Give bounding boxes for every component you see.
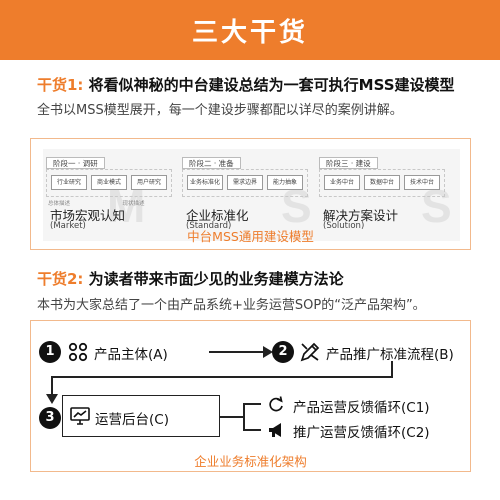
stage-cell: 用户研究 bbox=[131, 175, 167, 190]
step-1-badge: 1 bbox=[39, 341, 61, 363]
stage-2-title: 企业标准化 bbox=[186, 208, 249, 223]
refresh-icon bbox=[269, 396, 283, 412]
connector-line bbox=[220, 416, 244, 418]
stage-cell: 需求边界 bbox=[227, 175, 263, 190]
stage-3: 阶段三 · 建设 业务中台 数据中台 技术中台 解决方案设计 (Solution… bbox=[319, 157, 445, 237]
header-banner: 三大干货 bbox=[0, 0, 500, 60]
business-architecture-figure: 1 产品主体(A) 2 产品推广标准流程(B) 3 运营后台(C) bbox=[30, 320, 471, 472]
point-1-tag: 干货1: bbox=[37, 76, 84, 94]
stage-1: 阶段一 · 调研 行业研究 商业模式 用户研究 总体描述 现状描述 市场宏观认知… bbox=[46, 157, 172, 237]
node-product-subject: 产品主体(A) bbox=[94, 347, 168, 363]
pencil-ruler-icon bbox=[300, 342, 320, 362]
stage-1-en: (Market) bbox=[50, 221, 86, 231]
stage-cell: 业务标准化 bbox=[187, 175, 223, 190]
step-2-badge: 2 bbox=[272, 341, 294, 363]
arrow-line bbox=[209, 351, 265, 353]
connector-line bbox=[51, 376, 53, 396]
connector-line bbox=[243, 403, 245, 431]
stage-1-sub: 总体描述 现状描述 bbox=[48, 201, 145, 207]
megaphone-icon bbox=[269, 423, 281, 437]
stage-3-tag: 阶段三 · 建设 bbox=[319, 157, 378, 169]
stage-2-tag: 阶段二 · 准备 bbox=[182, 157, 241, 169]
figure-1-caption: 中台MSS通用建设模型 bbox=[187, 229, 314, 244]
point-1-heading: 干货1: 将看似神秘的中台建设总结为一套可执行MSS建设模型 bbox=[37, 74, 455, 95]
stage-3-box: 业务中台 数据中台 技术中台 bbox=[319, 169, 445, 197]
stage-cell: 数据中台 bbox=[364, 175, 400, 190]
point-2-description: 本书为大家总结了一个由产品系统+业务运营SOP的“泛产品架构”。 bbox=[37, 298, 426, 313]
point-2-text: 为读者带来市面少见的业务建模方法论 bbox=[88, 270, 344, 288]
connector-line bbox=[391, 361, 393, 377]
stage-cell: 行业研究 bbox=[51, 175, 87, 190]
point-2-tag: 干货2: bbox=[37, 270, 84, 288]
node-promotion-process: 产品推广标准流程(B) bbox=[326, 347, 454, 363]
stage-1-box: 行业研究 商业模式 用户研究 bbox=[46, 169, 172, 197]
connector-line bbox=[243, 403, 261, 405]
stage-2: 阶段二 · 准备 业务标准化 需求边界 能力抽象 企业标准化 (Standard… bbox=[182, 157, 308, 237]
stage-cell: 业务中台 bbox=[324, 175, 360, 190]
stage-strip: M S S 阶段一 · 调研 行业研究 商业模式 用户研究 总体描述 现状描述 … bbox=[43, 149, 460, 241]
mss-model-figure: M S S 阶段一 · 调研 行业研究 商业模式 用户研究 总体描述 现状描述 … bbox=[30, 138, 471, 250]
figure-2-caption: 企业业务标准化架构 bbox=[194, 454, 307, 469]
connector-line bbox=[51, 376, 393, 378]
point-1-text: 将看似神秘的中台建设总结为一套可执行MSS建设模型 bbox=[88, 76, 455, 94]
point-1-description: 全书以MSS模型展开，每一个建设步骤都配以详尽的案例讲解。 bbox=[37, 103, 403, 118]
node-promotion-feedback-loop: 推广运营反馈循环(C2) bbox=[293, 425, 430, 441]
connector-line bbox=[243, 429, 261, 431]
monitor-chart-icon bbox=[70, 407, 90, 425]
step-3-badge: 3 bbox=[39, 407, 61, 429]
stage-cell: 商业模式 bbox=[91, 175, 127, 190]
arrow-down-icon bbox=[46, 394, 58, 404]
point-2-heading: 干货2: 为读者带来市面少见的业务建模方法论 bbox=[37, 268, 344, 289]
stage-2-box: 业务标准化 需求边界 能力抽象 bbox=[182, 169, 308, 197]
arrow-right-icon bbox=[263, 346, 273, 358]
stage-cell: 技术中台 bbox=[404, 175, 440, 190]
grid-icon bbox=[68, 342, 88, 362]
stage-1-title: 市场宏观认知 bbox=[50, 208, 126, 223]
stage-2-en: (Standard) bbox=[186, 221, 232, 231]
stage-3-en: (Solution) bbox=[323, 221, 365, 231]
stage-1-tag: 阶段一 · 调研 bbox=[46, 157, 105, 169]
node-operations-backend: 运营后台(C) bbox=[95, 412, 169, 428]
stage-3-title: 解决方案设计 bbox=[323, 208, 399, 223]
stage-cell: 能力抽象 bbox=[267, 175, 303, 190]
node-product-feedback-loop: 产品运营反馈循环(C1) bbox=[293, 400, 430, 416]
banner-title: 三大干货 bbox=[191, 18, 308, 48]
